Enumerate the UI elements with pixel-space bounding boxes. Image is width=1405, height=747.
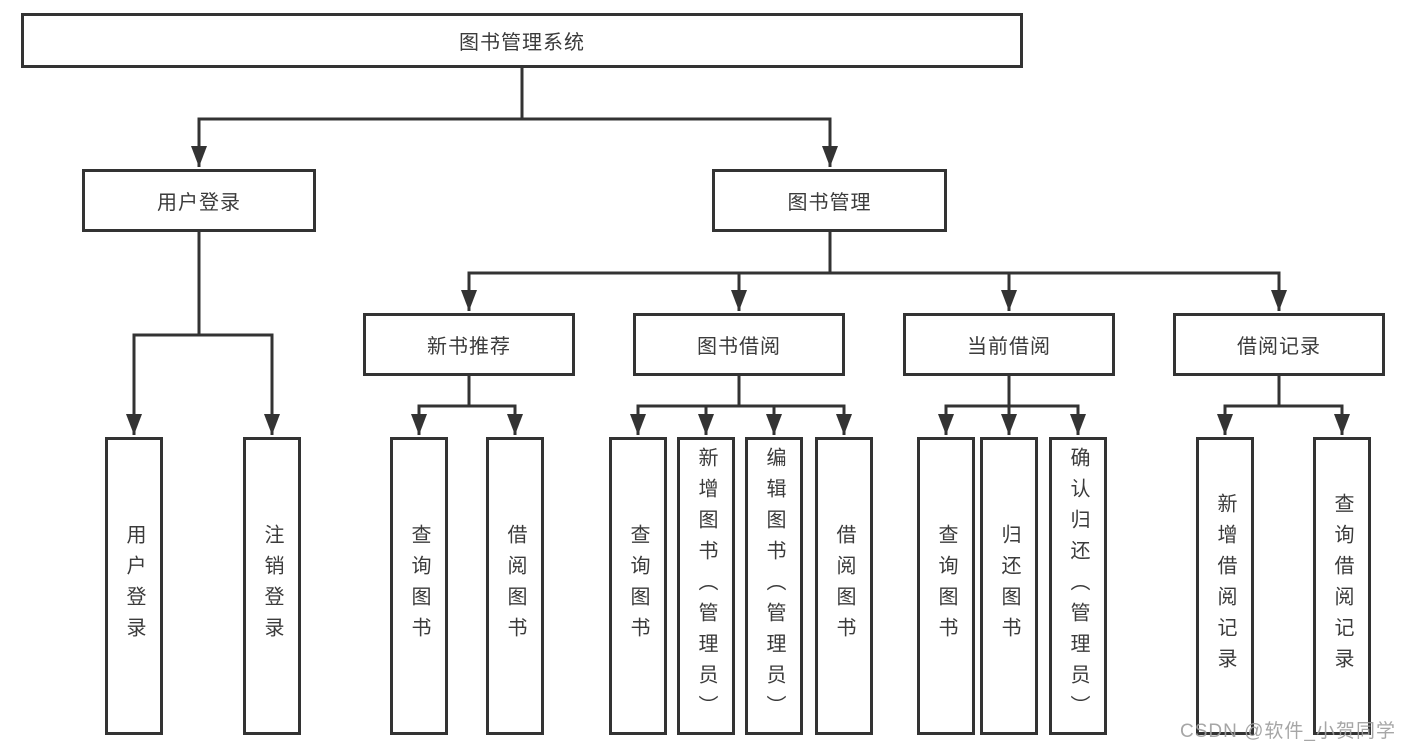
branch-node-user-login: 用户登录 (82, 169, 316, 232)
leaf-node-query-books-current: 查询图书 (917, 437, 975, 735)
leaf-node-label: 确认归还（管理员） (1067, 446, 1089, 726)
leaf-node-label: 借阅图书 (833, 524, 855, 648)
leaf-node-label: 新增图书（管理员） (695, 446, 717, 726)
leaf-node-query-borrow-record: 查询借阅记录 (1313, 437, 1371, 735)
branch-node-label: 用户登录 (157, 192, 241, 214)
section-node-borrowing-records: 借阅记录 (1173, 313, 1385, 376)
root-node-label: 图书管理系统 (459, 32, 585, 54)
section-node-label: 借阅记录 (1237, 336, 1321, 358)
leaf-node-query-books-borrow: 查询图书 (609, 437, 667, 735)
leaf-node-label: 用户登录 (123, 524, 145, 648)
branch-node-label: 图书管理 (787, 192, 872, 214)
leaf-node-edit-books-admin: 编辑图书（管理员） (745, 437, 803, 735)
leaf-node-label: 新增借阅记录 (1214, 493, 1236, 679)
leaf-node-label: 查询借阅记录 (1331, 493, 1353, 679)
leaf-node-query-books-recommend: 查询图书 (390, 437, 448, 735)
leaf-node-label: 查询图书 (935, 524, 957, 648)
root-node-library-system: 图书管理系统 (21, 13, 1023, 68)
section-node-current-borrowing: 当前借阅 (903, 313, 1115, 376)
leaf-node-borrow-books-recommend: 借阅图书 (486, 437, 544, 735)
leaf-node-user-login: 用户登录 (105, 437, 163, 735)
leaf-node-label: 查询图书 (408, 524, 430, 648)
section-node-label: 当前借阅 (967, 336, 1051, 358)
branch-node-book-management: 图书管理 (712, 169, 947, 232)
leaf-node-label: 注销登录 (261, 524, 283, 648)
leaf-node-logout: 注销登录 (243, 437, 301, 735)
leaf-node-add-borrow-record: 新增借阅记录 (1196, 437, 1254, 735)
section-node-new-book-recommend: 新书推荐 (363, 313, 575, 376)
leaf-node-borrow-books: 借阅图书 (815, 437, 873, 735)
section-node-label: 图书借阅 (697, 336, 781, 358)
leaf-node-confirm-return-admin: 确认归还（管理员） (1049, 437, 1107, 735)
leaf-node-add-books-admin: 新增图书（管理员） (677, 437, 735, 735)
leaf-node-label: 归还图书 (998, 524, 1020, 648)
csdn-watermark: CSDN @软件_小贺同学 (1180, 721, 1396, 742)
leaf-node-label: 编辑图书（管理员） (763, 446, 785, 726)
section-node-book-borrowing: 图书借阅 (633, 313, 845, 376)
leaf-node-label: 借阅图书 (504, 524, 526, 648)
leaf-node-label: 查询图书 (627, 524, 649, 648)
section-node-label: 新书推荐 (427, 336, 511, 358)
leaf-node-return-books: 归还图书 (980, 437, 1038, 735)
